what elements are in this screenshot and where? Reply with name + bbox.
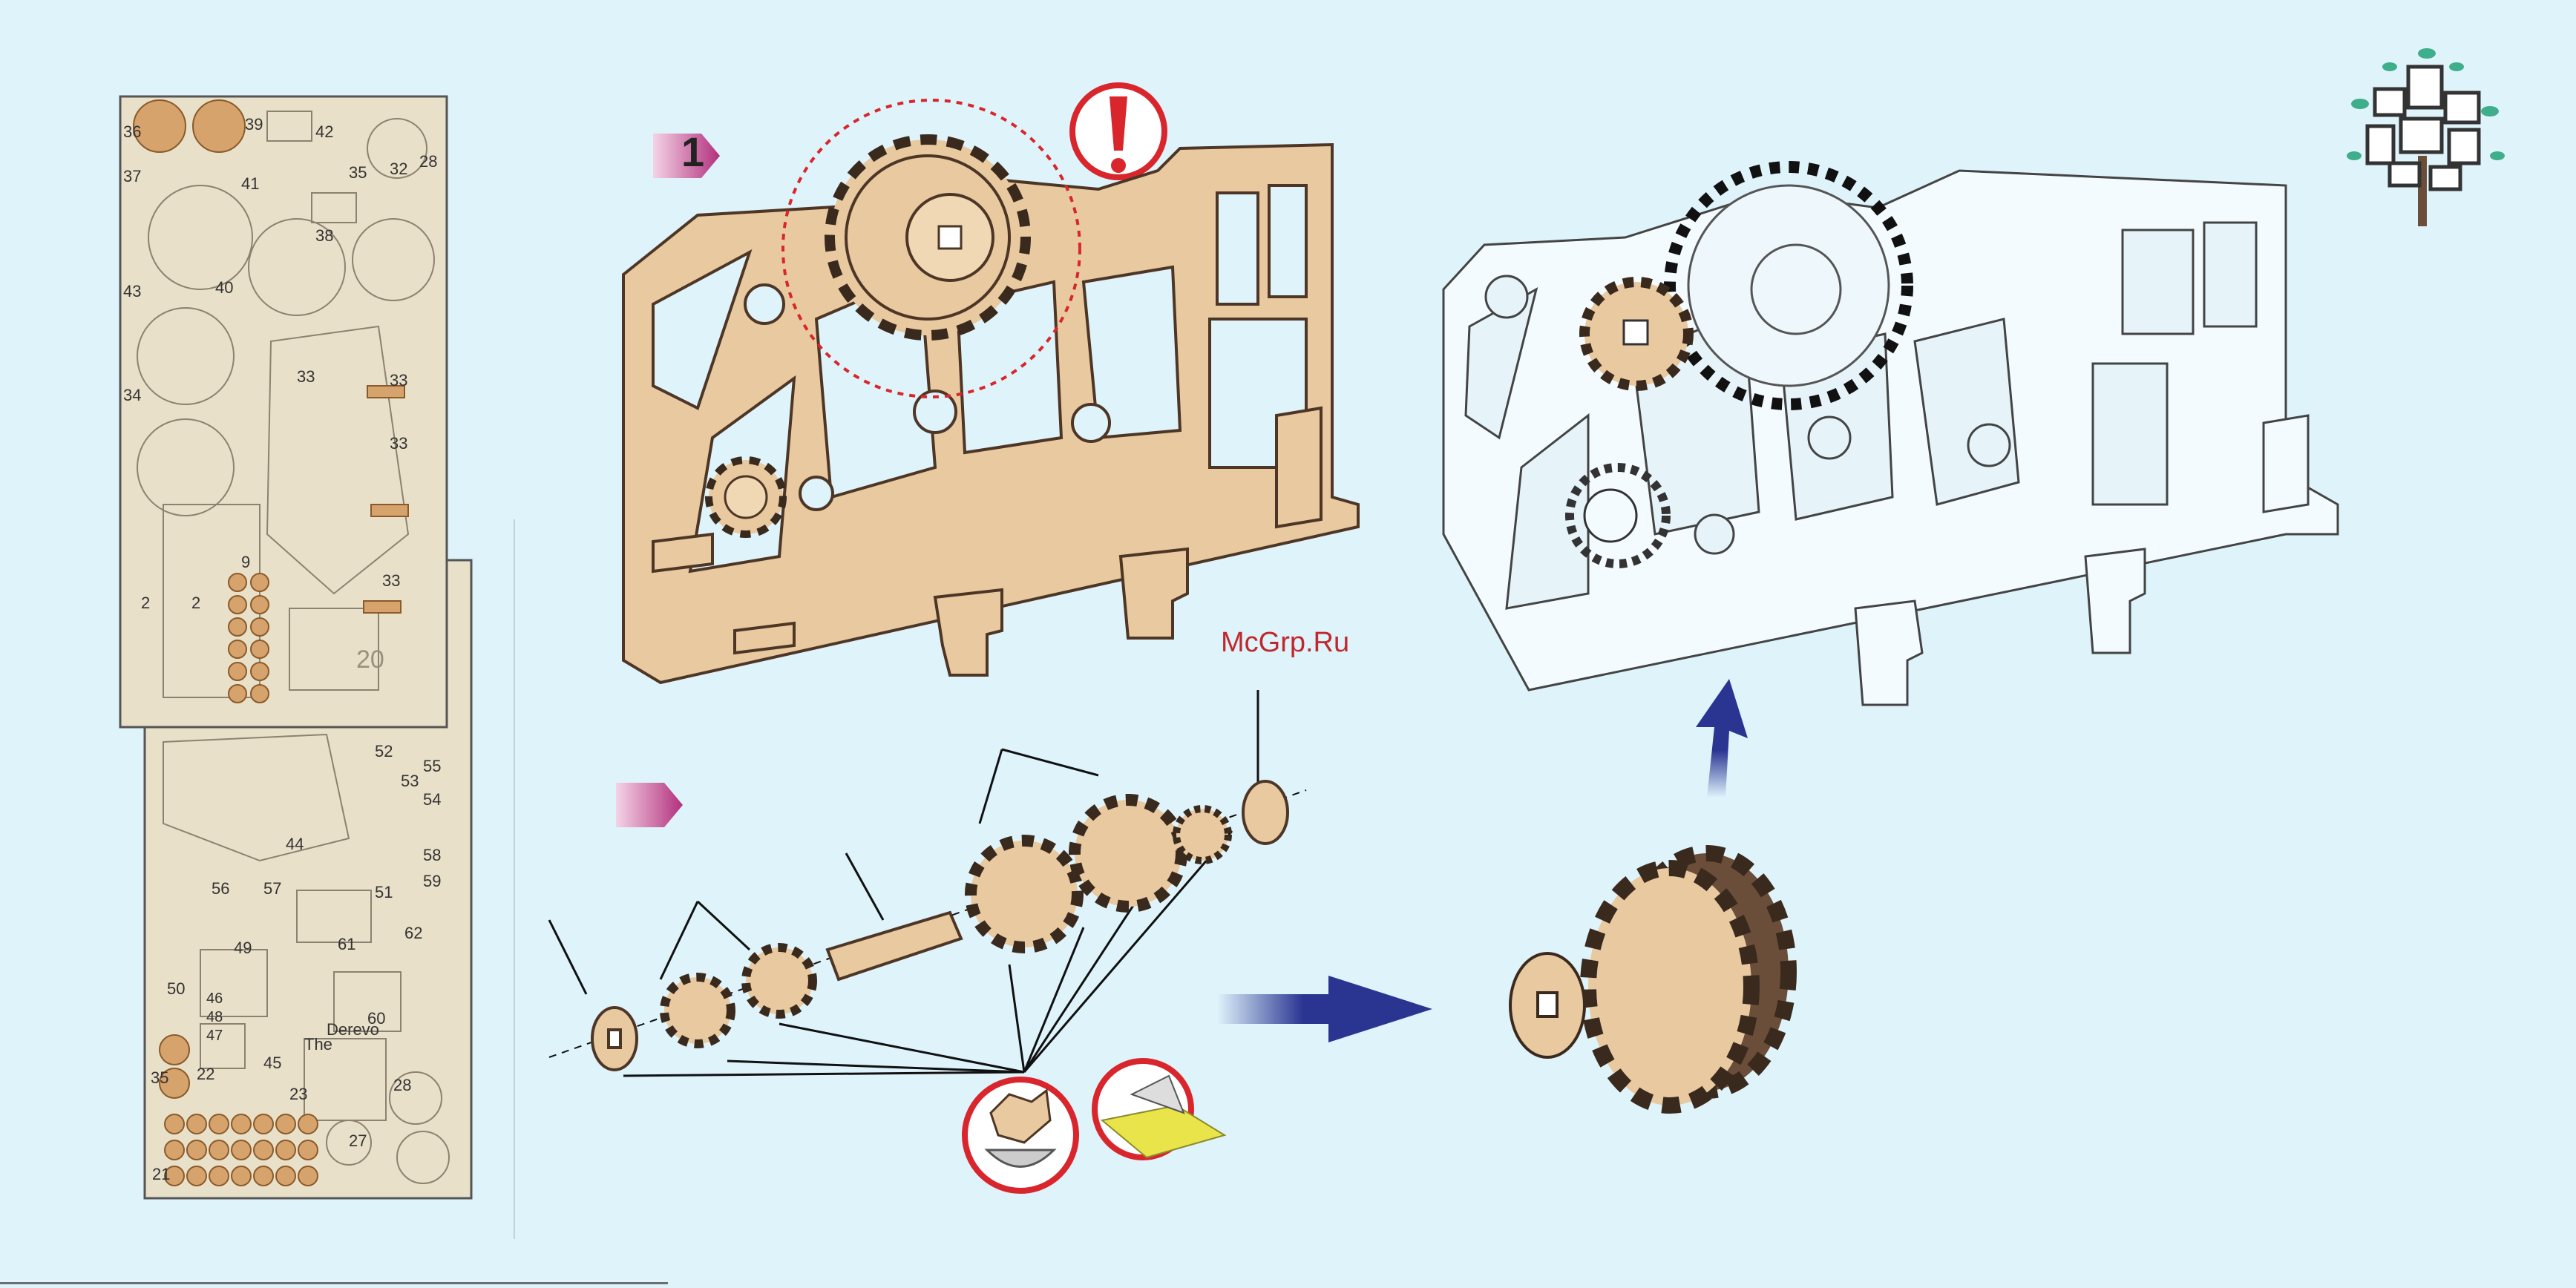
sheet-label: 20 [356,645,384,674]
exploded-parts [592,781,1288,1070]
sheet-label: 33 [382,571,400,591]
sheet-label: 62 [404,924,422,943]
sheet-label: 57 [263,879,281,898]
sheet-label: 32 [390,160,407,179]
sheet-label: 27 [349,1131,367,1151]
sheet-label: 28 [419,152,437,171]
sheet-label: 28 [393,1076,411,1095]
sheet-label: 40 [215,278,233,298]
sheet-label: 41 [241,174,259,194]
frame-big-gear [830,139,1026,335]
sheet-label: 44 [286,835,304,854]
sheet-label: 35 [349,163,367,183]
sheet-label: 36 [123,122,141,142]
divider-line [514,519,515,1239]
sheet-label: 38 [315,226,333,246]
sheet-label: 45 [263,1054,281,1073]
sheet-label: 53 [401,772,419,791]
sheet-label: 54 [423,790,441,809]
sheet-label: 34 [123,386,141,405]
sheet-label: 37 [123,167,141,186]
sheet-label: 2 [191,594,200,613]
sheet-label: 49 [234,939,252,958]
sheet-label: 2 [141,594,150,613]
sand-bowl-icon [957,1061,1091,1202]
frame-small-gear [709,460,783,534]
sheet-label: 47 [206,1028,223,1045]
frame-wood-assembly [609,82,1380,712]
sheet-label: 33 [297,367,315,387]
frame-outline-assembly [1432,119,2353,712]
sheet-label: 58 [423,846,441,865]
watermark-text: McGrp.Ru [1221,627,1349,659]
sheet-label: 9 [241,553,250,572]
parts-sheets [111,89,482,1202]
bottom-edge-line [0,1282,668,1284]
sheet-label: 33 [390,434,407,453]
sheet-label: 22 [197,1065,214,1084]
tree-logo-icon [2345,45,2505,230]
sandpaper-icon [1087,1054,1236,1172]
sheet-label: 52 [375,742,393,761]
arrow-right-icon [1217,972,1440,1046]
assembled-gear-stack [1492,824,1811,1150]
sheet-label: 33 [390,371,407,390]
sheet-label: 46 [206,990,223,1008]
sheet-label: 43 [123,282,141,301]
sheet-top-panel [120,96,447,727]
sheet-label: 48 [206,1009,223,1026]
sheet-label: 56 [212,879,229,898]
sheet-label: 61 [338,935,355,954]
sheet-label: 35 [151,1068,168,1088]
sheet-label: 59 [423,872,441,891]
sheet-label: 55 [423,757,441,776]
sheet-label: Derevo [327,1020,379,1039]
sheet-label: 50 [167,979,185,999]
sheet-label: 23 [289,1085,307,1104]
sheet-label: 39 [245,115,263,134]
sheet-label: 21 [152,1165,170,1184]
sheet-label: 51 [375,883,393,902]
sheet-label: 42 [315,122,333,142]
